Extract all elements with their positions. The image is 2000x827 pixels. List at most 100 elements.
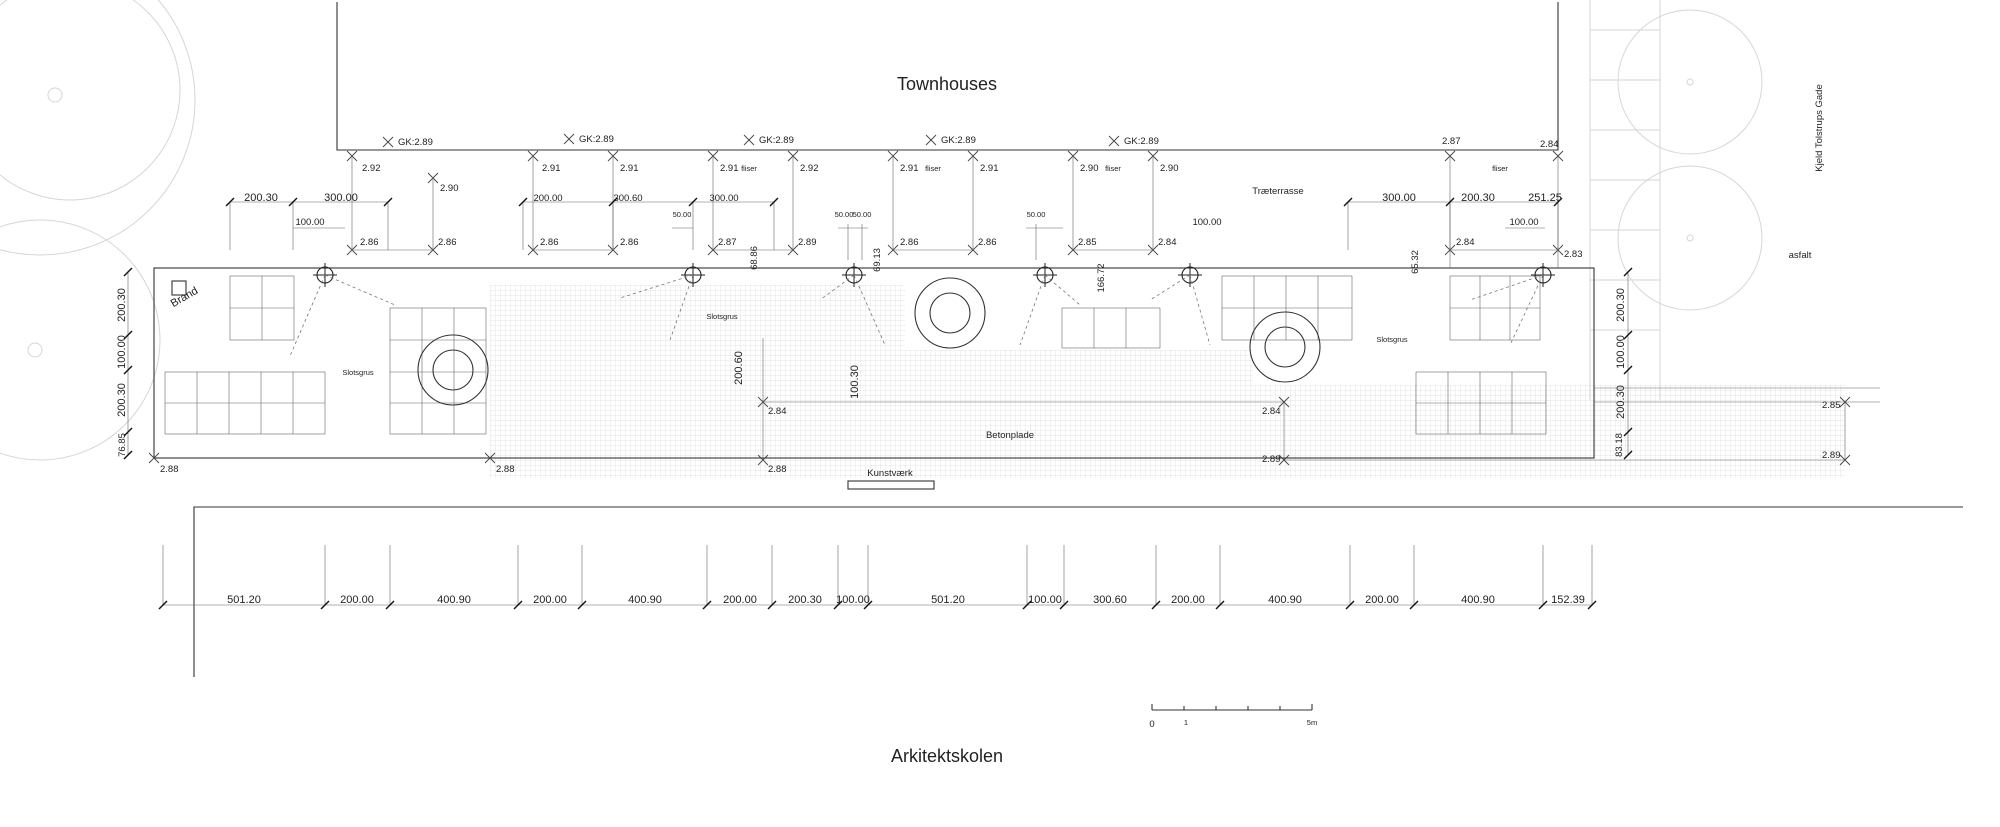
vertical-dimension-labels: 200.30 100.00 200.30 76.85 68.86 69.13 1… xyxy=(116,246,1627,457)
dim-label: 100.00 xyxy=(1192,217,1221,228)
site-outline xyxy=(153,267,1880,490)
dim-label: 100.00 xyxy=(836,594,870,606)
top-level-labels: 2.92 2.90 2.91 2.91 2.91 2.92 2.91 2.91 … xyxy=(362,136,1559,194)
dim-label: 200.00 xyxy=(1171,594,1205,606)
level-label: 2.84 xyxy=(1158,237,1177,248)
dim-label: 100.30 xyxy=(849,365,861,399)
hatched-surfaces xyxy=(490,285,1845,478)
level-label: 2.86 xyxy=(438,237,457,248)
dim-label: 300.00 xyxy=(324,192,358,204)
level-label: 2.86 xyxy=(540,237,559,248)
dim-label: 300.60 xyxy=(613,193,642,204)
dim-label: 300.60 xyxy=(1093,594,1127,606)
slotsgrus-label-2: Slotsgrus xyxy=(706,312,738,321)
dim-label: 69.13 xyxy=(872,248,883,272)
dim-label: 200.00 xyxy=(1365,594,1399,606)
dim-label: 251.25 xyxy=(1528,192,1562,204)
dim-label: 100.00 xyxy=(1509,217,1538,228)
level-label: 2.88 xyxy=(496,464,515,475)
bottom-dimension-labels: 501.20 200.00 400.90 200.00 400.90 200.0… xyxy=(227,594,1585,606)
inner-level-labels: 2.84 2.88 2.84 2.89 2.85 2.89 2.88 2.88 xyxy=(160,400,1841,475)
level-label: 2.86 xyxy=(620,237,639,248)
dim-label: 65.32 xyxy=(1410,250,1421,274)
dim-label: 50.00 xyxy=(835,210,854,219)
asfalt-label: asfalt xyxy=(1789,250,1812,261)
scale-bar: 0 1 5m xyxy=(1149,704,1317,730)
dim-label: 200.00 xyxy=(533,193,562,204)
fliser-label-3: fliser xyxy=(1105,164,1121,173)
dim-label: 100.00 xyxy=(1028,594,1062,606)
level-label: 2.92 xyxy=(800,163,819,174)
level-label: 2.84 xyxy=(1456,237,1475,248)
level-label: 2.91 xyxy=(620,163,639,174)
dim-label: 200.30 xyxy=(1461,192,1495,204)
level-label: 2.84 xyxy=(1262,406,1281,417)
fliser-label-1: fliser xyxy=(741,164,757,173)
dim-label: 200.30 xyxy=(116,288,128,322)
gk-level-labels: GK:2.89 GK:2.89 GK:2.89 GK:2.89 GK:2.89 xyxy=(398,134,1159,148)
level-label: 2.84 xyxy=(768,406,787,417)
level-label: 2.90 xyxy=(1160,163,1179,174)
dim-label: 200.30 xyxy=(116,383,128,417)
main-labels: Townhouses Arkitektskolen Kjeld Tolstrup… xyxy=(169,74,1825,766)
dim-label: 50.00 xyxy=(673,210,692,219)
traeterrasse-label: Træterrasse xyxy=(1252,186,1303,197)
dim-label: 200.00 xyxy=(533,594,567,606)
gk-level: GK:2.89 xyxy=(759,135,794,146)
townhouse-outline xyxy=(336,2,1559,151)
dim-label: 200.30 xyxy=(1615,288,1627,322)
dim-label: 100.00 xyxy=(1615,335,1627,369)
dim-label: 200.00 xyxy=(340,594,374,606)
level-label: 2.91 xyxy=(542,163,561,174)
dim-label: 200.30 xyxy=(1615,385,1627,419)
dimension-lines xyxy=(127,201,1629,606)
scale-label-5m: 5m xyxy=(1307,718,1317,727)
arkitektskolen-label: Arkitektskolen xyxy=(891,746,1003,766)
dim-label: 83.18 xyxy=(1614,433,1625,457)
scale-label-1: 1 xyxy=(1184,718,1188,727)
dim-label: 400.90 xyxy=(1461,594,1495,606)
dim-label: 100.00 xyxy=(116,335,128,369)
level-label: 2.92 xyxy=(362,163,381,174)
street-label: Kjeld Tolstrups Gade xyxy=(1814,84,1825,172)
dim-label: 50.00 xyxy=(853,210,872,219)
level-label: 2.91 xyxy=(980,163,999,174)
dim-label: 400.90 xyxy=(437,594,471,606)
gk-level: GK:2.89 xyxy=(941,135,976,146)
level-label: 2.88 xyxy=(160,464,179,475)
dim-label: 501.20 xyxy=(931,594,965,606)
scale-label-0: 0 xyxy=(1149,719,1154,730)
level-label: 2.91 xyxy=(900,163,919,174)
fliser-label-4: fliser xyxy=(1492,164,1508,173)
level-label: 2.86 xyxy=(360,237,379,248)
dim-label: 100.00 xyxy=(295,217,324,228)
dim-label: 200.30 xyxy=(244,192,278,204)
dim-label: 501.20 xyxy=(227,594,261,606)
top-dimension-labels: 200.30 300.00 100.00 200.00 300.60 300.0… xyxy=(244,192,1562,228)
level-label: 2.85 xyxy=(1078,237,1097,248)
dim-label: 166.72 xyxy=(1096,263,1107,292)
level-label: 2.83 xyxy=(1564,249,1583,260)
townhouses-label: Townhouses xyxy=(897,74,997,94)
background-context xyxy=(0,0,1763,461)
level-label: 2.87 xyxy=(718,237,737,248)
level-label: 2.91 xyxy=(720,163,739,174)
level-label: 2.86 xyxy=(978,237,997,248)
slotsgrus-label-3: Slotsgrus xyxy=(1376,335,1408,344)
dim-label: 400.90 xyxy=(628,594,662,606)
level-label: 2.90 xyxy=(1080,163,1099,174)
kunstvaerk-label: Kunstværk xyxy=(867,468,913,479)
level-label: 2.87 xyxy=(1442,136,1461,147)
level-label: 2.89 xyxy=(1822,450,1841,461)
level-label: 2.88 xyxy=(768,464,787,475)
level-label: 2.90 xyxy=(440,183,459,194)
level-label: 2.86 xyxy=(900,237,919,248)
dim-label: 152.39 xyxy=(1551,594,1585,606)
dim-label: 300.00 xyxy=(1382,192,1416,204)
dim-label: 400.90 xyxy=(1268,594,1302,606)
dim-label: 50.00 xyxy=(1027,210,1046,219)
dim-label: 300.00 xyxy=(709,193,738,204)
dim-label: 68.86 xyxy=(749,246,760,270)
dim-label: 200.00 xyxy=(723,594,757,606)
